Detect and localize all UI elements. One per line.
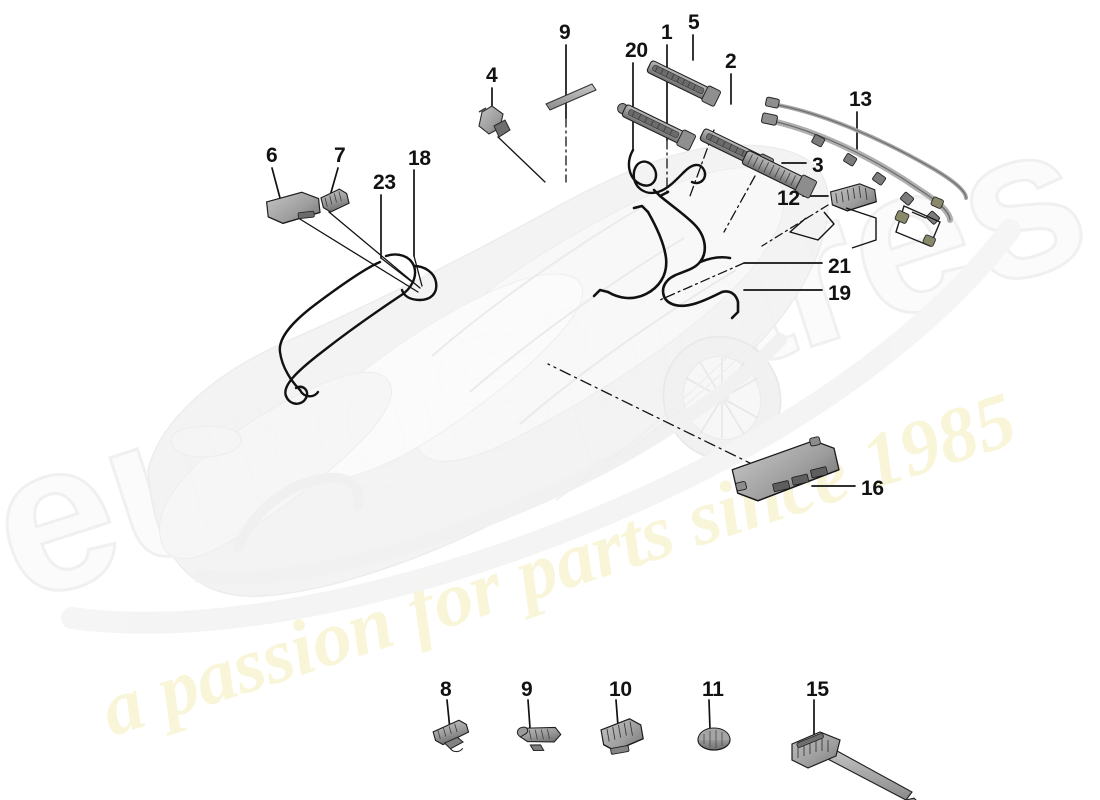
part-15-ribbon-connector <box>791 731 917 800</box>
part-9-connector <box>516 726 562 751</box>
part-12-connector-block <box>829 183 877 212</box>
part-1-antenna-strip <box>617 103 697 151</box>
vehicle-front-wheel-arch <box>233 472 364 553</box>
callout-12[interactable]: 12 <box>777 187 800 210</box>
callout-19[interactable]: 19 <box>828 282 851 305</box>
callout-8-bottom[interactable]: 8 <box>440 678 452 701</box>
part-4-clip <box>478 105 511 138</box>
leader-lines-solid <box>271 34 858 737</box>
callout-10-bottom[interactable]: 10 <box>609 678 632 701</box>
part-21-19-harness <box>592 188 740 320</box>
callout-9-bottom[interactable]: 9 <box>521 678 533 701</box>
part-5-antenna-strip <box>646 60 722 107</box>
callout-5[interactable]: 5 <box>688 11 700 34</box>
callout-4[interactable]: 4 <box>486 64 498 87</box>
callout-23[interactable]: 23 <box>373 171 396 194</box>
routing-bracket-detail <box>789 207 877 249</box>
callout-15-bottom[interactable]: 15 <box>806 678 829 701</box>
part-9-rod <box>545 83 597 111</box>
part-8-connector <box>432 719 470 753</box>
part-6-module <box>265 191 321 225</box>
callout-1[interactable]: 1 <box>661 21 673 44</box>
part-13-antenna-cable <box>760 96 968 225</box>
part-11-grommet <box>697 727 731 751</box>
vehicle-ground-shadow <box>61 219 1021 634</box>
callout-9-top[interactable]: 9 <box>559 21 571 44</box>
part-10-connector <box>600 718 644 755</box>
cable-terminal-cluster <box>894 196 944 247</box>
callout-20[interactable]: 20 <box>625 39 648 62</box>
callout-3[interactable]: 3 <box>812 154 824 177</box>
vehicle-hood-shape <box>159 371 393 560</box>
leader-lines-pointer <box>294 117 829 467</box>
part-23-18-cable-loop <box>278 253 438 405</box>
part-16-ecu-module <box>731 436 840 502</box>
callout-7[interactable]: 7 <box>334 144 346 167</box>
vehicle-roof-shape <box>417 166 785 462</box>
callout-18[interactable]: 18 <box>408 147 431 170</box>
part-20-wire <box>627 148 707 195</box>
callout-13[interactable]: 13 <box>849 88 872 111</box>
part-3-antenna-strip <box>741 150 818 199</box>
vehicle-rocker-shade <box>193 333 787 585</box>
callout-11-bottom[interactable]: 11 <box>702 678 724 701</box>
part-7-connector <box>320 188 350 213</box>
callout-21[interactable]: 21 <box>828 255 851 278</box>
vehicle-headlight <box>170 425 242 458</box>
callout-6[interactable]: 6 <box>266 144 278 167</box>
callout-16[interactable]: 16 <box>861 477 884 500</box>
callout-2[interactable]: 2 <box>725 50 737 73</box>
